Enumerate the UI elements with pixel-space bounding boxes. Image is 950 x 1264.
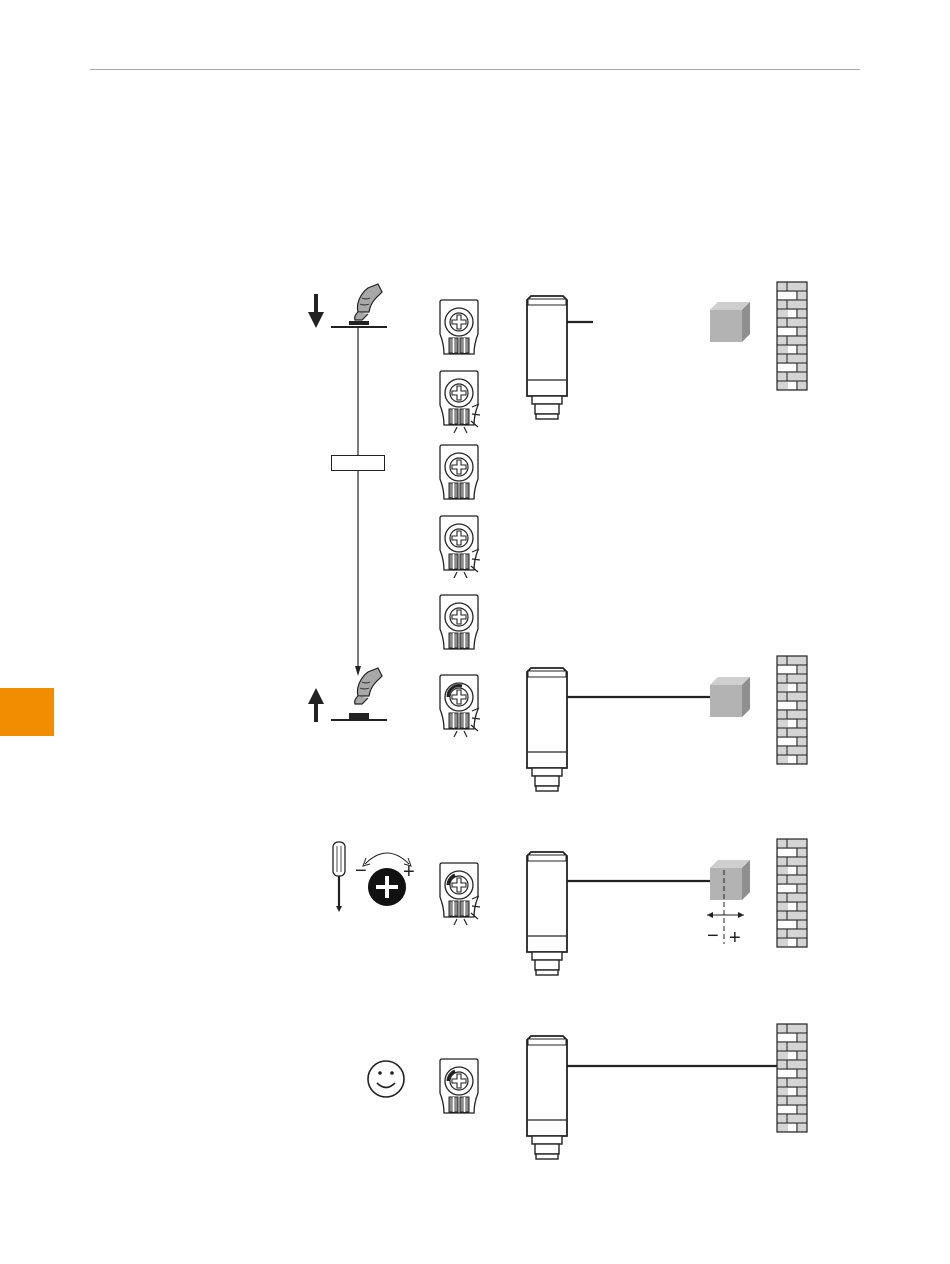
step-release-button (308, 656, 807, 791)
screwdriver-icon (333, 842, 345, 912)
timeline (355, 327, 361, 676)
sensor-housing (527, 296, 567, 419)
arrow-down-icon (308, 294, 324, 328)
smiley-icon (368, 1061, 404, 1097)
object-cube (710, 677, 750, 717)
minus-sign: − (355, 860, 367, 882)
led-indicator-off (440, 300, 478, 354)
sensor-housing (527, 852, 567, 975)
finger-press-icon (355, 284, 382, 320)
adjust-minus-sign: − (707, 925, 719, 947)
background-wall (777, 839, 807, 947)
led-indicator-flashing (440, 371, 480, 433)
button-icon (331, 713, 387, 720)
object-cube (710, 302, 750, 342)
arrow-up-icon (308, 688, 324, 722)
sensor-housing (527, 668, 567, 791)
background-wall (777, 1024, 807, 1132)
button-icon (331, 321, 387, 327)
led-indicator-flashing (440, 675, 480, 737)
scene-teach-start (527, 282, 807, 419)
led-indicator-flashing (440, 516, 480, 578)
led-indicator-off (440, 595, 478, 649)
step-done (368, 1024, 807, 1159)
background-wall (777, 282, 807, 390)
led-indicator-off (440, 445, 478, 499)
step-fine-adjust: − + − + (333, 839, 807, 975)
led-sequence (440, 300, 480, 649)
led-indicator-flashing (440, 863, 480, 925)
scene-teach-end (527, 656, 807, 791)
scene-done (527, 1024, 807, 1159)
finger-press-icon (355, 668, 382, 704)
background-wall (777, 656, 807, 764)
object-cube (710, 860, 750, 900)
adjust-plus-sign: + (729, 927, 741, 949)
plus-sign: + (403, 861, 415, 883)
scene-adjust: − + (527, 839, 807, 975)
step-press-button (308, 284, 387, 328)
sensor-housing (527, 1036, 567, 1159)
led-indicator-on (440, 1059, 478, 1113)
